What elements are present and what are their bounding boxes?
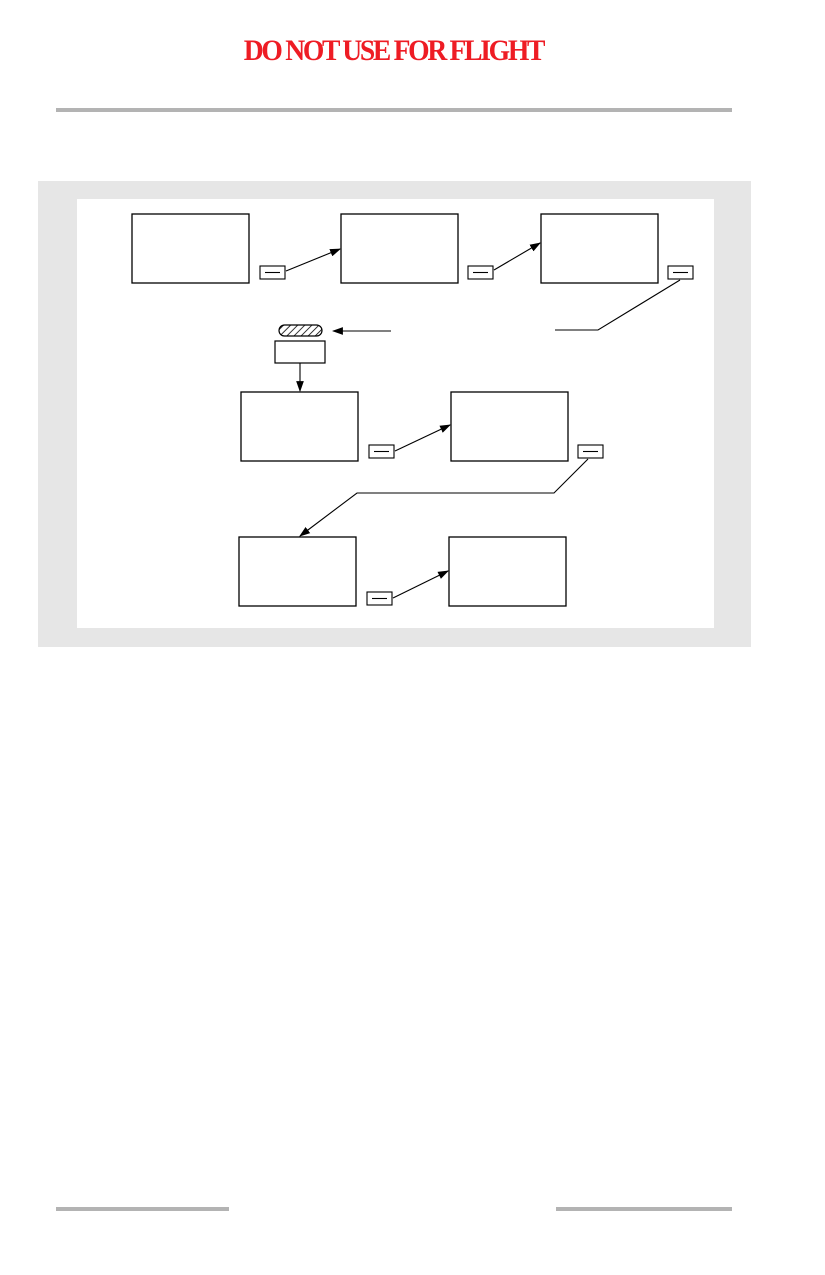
screen-7 [448,536,567,607]
screen-1 [131,213,250,284]
leader-key3 [555,279,681,331]
arrow-key2-to-screen3 [493,242,541,271]
bottom-rule-right [556,1207,732,1211]
label-box [274,340,326,364]
arrow-key5-to-screen6 [299,458,589,537]
screen-4 [240,391,359,462]
do-not-use-for-flight-warning: DO NOT USE FOR FLIGHT [243,34,546,67]
key-2-icon [467,265,494,280]
key-6-icon [366,591,393,606]
bottom-rule-left [56,1207,229,1211]
screen-3 [540,213,659,284]
arrow-key1-to-screen2 [285,248,342,272]
key-1-icon [259,265,286,280]
knob-icon [278,324,323,337]
key-4-icon [368,444,395,459]
key-3-icon [667,265,694,280]
top-rule [56,108,732,112]
screen-2 [340,213,459,284]
screen-6 [238,536,357,607]
key-5-icon [577,444,604,459]
screen-5 [450,391,569,462]
arrow-key6-to-screen7 [392,570,449,599]
arrow-key4-to-screen5 [394,424,451,452]
